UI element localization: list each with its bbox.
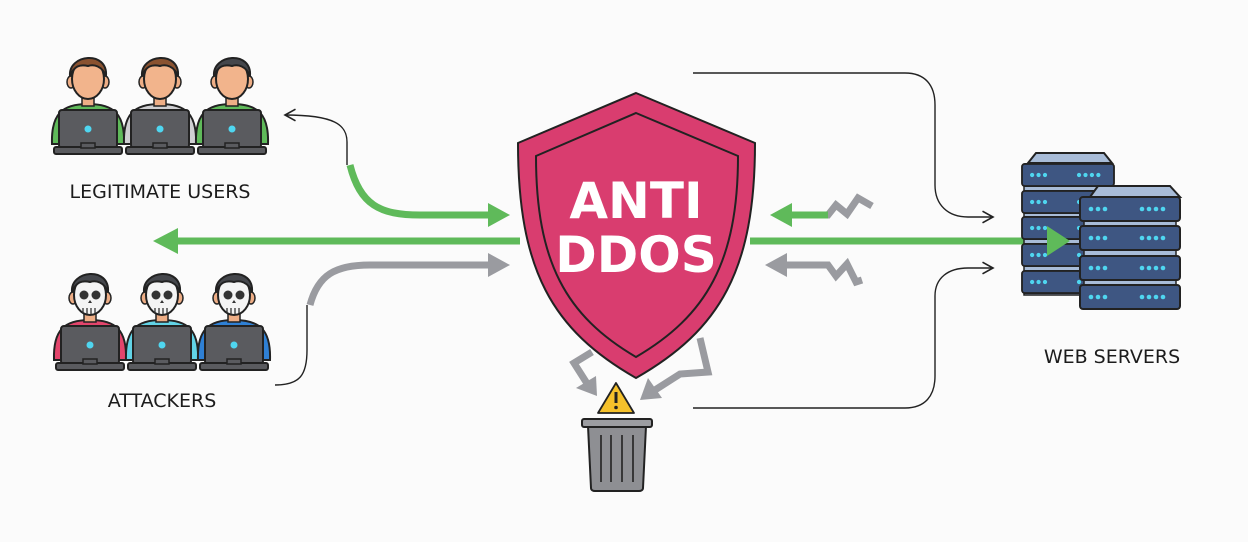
user-icon (194, 56, 270, 155)
legit-response-arrow (153, 228, 520, 254)
attacker-skull-icon (124, 272, 200, 371)
attack-request-arrow (306, 253, 510, 306)
server-connector-top (693, 72, 995, 224)
legit-request-arrow (346, 164, 510, 227)
attackers-group (52, 272, 272, 371)
legitimate-users-label: LEGITIMATE USERS (70, 181, 251, 203)
server-rack-icon (1021, 152, 1183, 310)
warning-icon (597, 382, 635, 414)
legit-lightning-arrow (770, 193, 874, 227)
attackers-label: ATTACKERS (108, 390, 217, 412)
legitimate-users-group (50, 56, 270, 155)
shield-title-line1: ANTI (569, 172, 702, 230)
user-icon (50, 56, 126, 155)
attacker-connector-line (274, 305, 308, 386)
web-servers-label: WEB SERVERS (1044, 346, 1180, 368)
dropped-traffic-arrows (569, 337, 713, 400)
return-connector-line (283, 108, 348, 165)
attacker-skull-icon (196, 272, 272, 371)
attack-lightning-arrow (765, 253, 864, 287)
server-connector-bottom (693, 261, 995, 409)
trash-bin-icon (581, 418, 653, 492)
attacker-skull-icon (52, 272, 128, 371)
shield-title-line2: DDOS (555, 226, 717, 284)
user-icon (122, 56, 198, 155)
shield-icon: ANTI DDOS (516, 91, 757, 380)
forward-arrowhead (1047, 226, 1070, 256)
